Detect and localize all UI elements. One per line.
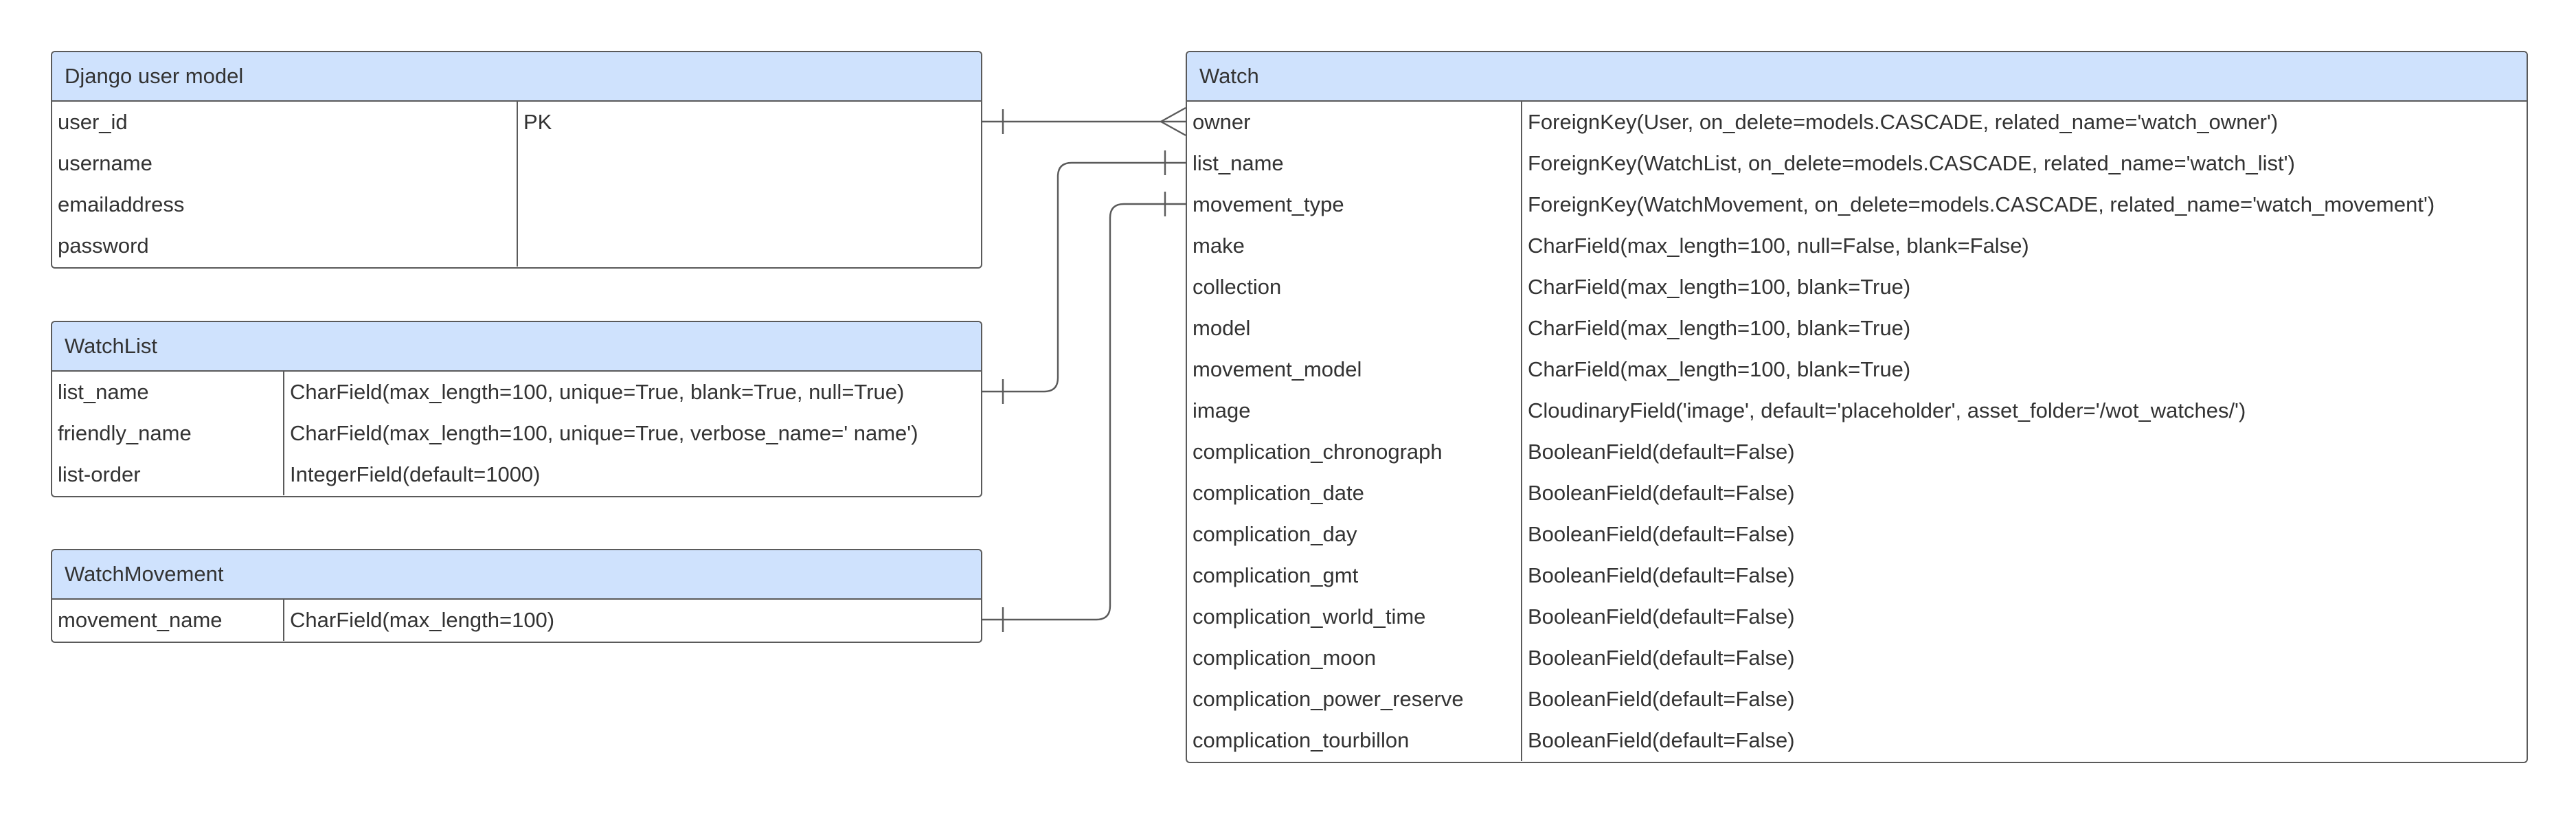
field-row[interactable]: make CharField(max_length=100, null=Fals… xyxy=(1187,225,2527,267)
field-name: list_name xyxy=(1193,151,1284,175)
field-definition: BooleanField(default=False) xyxy=(1528,604,1795,629)
field-definition: CloudinaryField('image', default='placeh… xyxy=(1528,398,2246,422)
relationship-watchmovement-watch-movement-type[interactable] xyxy=(982,192,1186,632)
field-name: complication_date xyxy=(1193,481,1364,505)
field-name: complication_gmt xyxy=(1193,563,1359,587)
field-row[interactable]: model CharField(max_length=100, blank=Tr… xyxy=(1187,308,2527,349)
field-name: complication_power_reserve xyxy=(1193,687,1464,711)
column-divider xyxy=(1521,102,1522,761)
field-row[interactable]: complication_chronograph BooleanField(de… xyxy=(1187,431,2527,473)
field-definition: CharField(max_length=100, unique=True, v… xyxy=(290,421,918,445)
field-definition: BooleanField(default=False) xyxy=(1528,440,1795,464)
field-name: user_id xyxy=(58,110,128,134)
field-row[interactable]: complication_moon BooleanField(default=F… xyxy=(1187,637,2527,679)
field-row[interactable]: username xyxy=(52,143,981,184)
column-divider xyxy=(283,600,284,641)
field-row[interactable]: complication_power_reserve BooleanField(… xyxy=(1187,679,2527,720)
field-name: list-order xyxy=(58,462,141,486)
entity-title: Watch xyxy=(1187,52,2527,102)
entity-fields: movement_name CharField(max_length=100) xyxy=(52,600,981,641)
field-row[interactable]: emailaddress xyxy=(52,184,981,225)
field-definition: BooleanField(default=False) xyxy=(1528,687,1795,711)
field-row[interactable]: movement_name CharField(max_length=100) xyxy=(52,600,981,641)
column-divider xyxy=(283,372,284,495)
field-name: complication_day xyxy=(1193,522,1357,546)
field-definition: CharField(max_length=100, blank=True) xyxy=(1528,275,1911,299)
field-row[interactable]: list-order IntegerField(default=1000) xyxy=(52,454,981,495)
field-definition: BooleanField(default=False) xyxy=(1528,563,1795,587)
field-name: movement_type xyxy=(1193,192,1344,216)
field-name: emailaddress xyxy=(58,192,185,216)
entity-fields: owner ForeignKey(User, on_delete=models.… xyxy=(1187,102,2527,761)
field-definition: ForeignKey(WatchList, on_delete=models.C… xyxy=(1528,151,2295,175)
crowfoot-marker xyxy=(1160,106,1186,123)
field-row[interactable]: complication_tourbillon BooleanField(def… xyxy=(1187,720,2527,761)
field-name: movement_model xyxy=(1193,357,1362,381)
field-row[interactable]: list_name CharField(max_length=100, uniq… xyxy=(52,372,981,413)
field-definition: ForeignKey(WatchMovement, on_delete=mode… xyxy=(1528,192,2435,216)
field-name: complication_tourbillon xyxy=(1193,728,1410,752)
entity-title: WatchMovement xyxy=(52,550,981,600)
field-row[interactable]: friendly_name CharField(max_length=100, … xyxy=(52,413,981,454)
field-name: model xyxy=(1193,316,1251,340)
field-name: collection xyxy=(1193,275,1282,299)
entity-watch[interactable]: Watch owner ForeignKey(User, on_delete=m… xyxy=(1186,51,2528,763)
field-name: password xyxy=(58,234,149,258)
field-name: make xyxy=(1193,234,1245,258)
entity-watchlist[interactable]: WatchList list_name CharField(max_length… xyxy=(51,321,982,497)
field-row[interactable]: image CloudinaryField('image', default='… xyxy=(1187,390,2527,431)
entity-title: Django user model xyxy=(52,52,981,102)
field-definition: BooleanField(default=False) xyxy=(1528,522,1795,546)
relationship-user-watch-owner[interactable] xyxy=(982,106,1186,137)
field-name: complication_moon xyxy=(1193,646,1377,670)
entity-watchmovement[interactable]: WatchMovement movement_name CharField(ma… xyxy=(51,549,982,643)
field-definition: BooleanField(default=False) xyxy=(1528,481,1795,505)
crowfoot-marker xyxy=(1160,120,1186,137)
field-name: movement_name xyxy=(58,608,223,632)
field-row[interactable]: complication_day BooleanField(default=Fa… xyxy=(1187,514,2527,555)
relationship-line xyxy=(982,203,1186,621)
field-row[interactable]: list_name ForeignKey(WatchList, on_delet… xyxy=(1187,143,2527,184)
field-definition: CharField(max_length=100, unique=True, b… xyxy=(290,380,905,404)
field-name: friendly_name xyxy=(58,421,192,445)
field-definition: BooleanField(default=False) xyxy=(1528,646,1795,670)
field-definition: BooleanField(default=False) xyxy=(1528,728,1795,752)
entity-fields: user_id PK username emailaddress passwor… xyxy=(52,102,981,267)
field-row[interactable]: password xyxy=(52,225,981,267)
field-definition: IntegerField(default=1000) xyxy=(290,462,541,486)
field-name: complication_chronograph xyxy=(1193,440,1443,464)
entity-fields: list_name CharField(max_length=100, uniq… xyxy=(52,372,981,495)
field-definition: CharField(max_length=100, blank=True) xyxy=(1528,357,1911,381)
field-row[interactable]: owner ForeignKey(User, on_delete=models.… xyxy=(1187,102,2527,143)
field-row[interactable]: complication_gmt BooleanField(default=Fa… xyxy=(1187,555,2527,596)
field-row[interactable]: complication_date BooleanField(default=F… xyxy=(1187,473,2527,514)
field-row[interactable]: movement_model CharField(max_length=100,… xyxy=(1187,349,2527,390)
entity-title: WatchList xyxy=(52,322,981,372)
field-row[interactable]: collection CharField(max_length=100, bla… xyxy=(1187,267,2527,308)
field-row[interactable]: movement_type ForeignKey(WatchMovement, … xyxy=(1187,184,2527,225)
field-name: username xyxy=(58,151,152,175)
field-name: complication_world_time xyxy=(1193,604,1426,629)
field-name: image xyxy=(1193,398,1251,422)
relationship-line xyxy=(982,161,1186,393)
field-row[interactable]: user_id PK xyxy=(52,102,981,143)
field-name: owner xyxy=(1193,110,1251,134)
field-definition: PK xyxy=(523,110,552,134)
relationship-watchlist-watch-list-name[interactable] xyxy=(982,150,1186,404)
field-name: list_name xyxy=(58,380,149,404)
column-divider xyxy=(517,102,518,267)
field-definition: ForeignKey(User, on_delete=models.CASCAD… xyxy=(1528,110,2279,134)
field-definition: CharField(max_length=100, blank=True) xyxy=(1528,316,1911,340)
field-definition: CharField(max_length=100, null=False, bl… xyxy=(1528,234,2029,258)
entity-django-user-model[interactable]: Django user model user_id PK username em… xyxy=(51,51,982,269)
field-row[interactable]: complication_world_time BooleanField(def… xyxy=(1187,596,2527,637)
field-definition: CharField(max_length=100) xyxy=(290,608,555,632)
